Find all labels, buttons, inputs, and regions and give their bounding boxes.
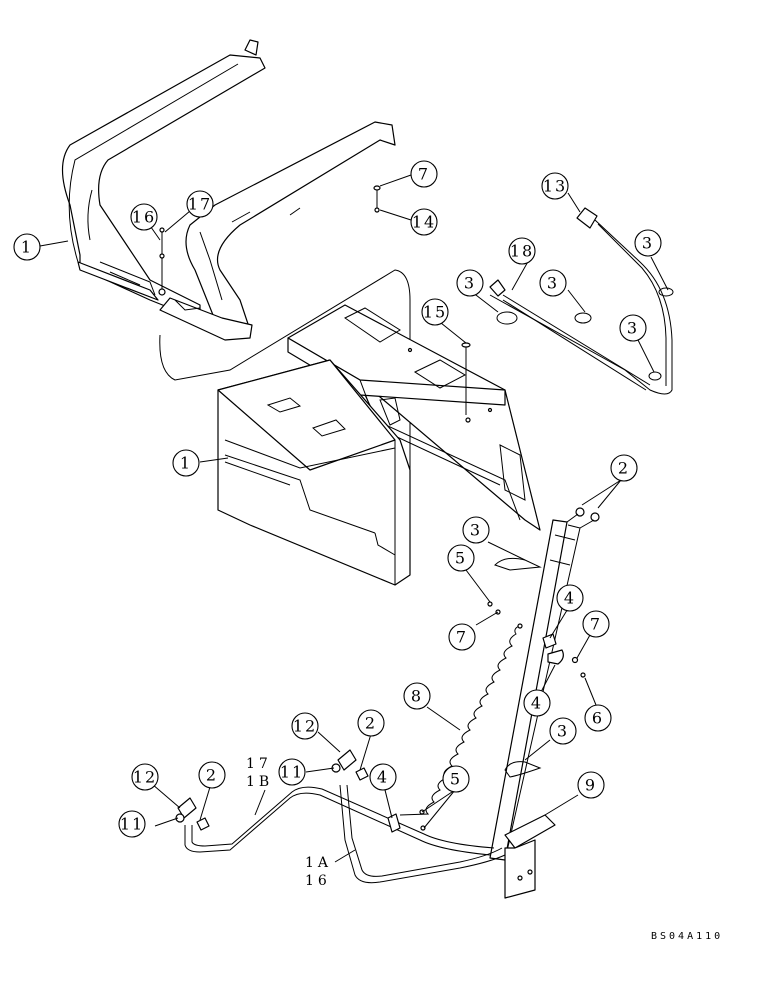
callout-5-a: 5 <box>447 544 475 572</box>
svg-text:15: 15 <box>423 303 447 322</box>
svg-text:1: 1 <box>180 454 192 473</box>
svg-text:18: 18 <box>510 242 534 261</box>
svg-text:5: 5 <box>455 549 467 568</box>
callout-3-f: 3 <box>549 717 577 745</box>
label-1A: 1A <box>305 855 332 871</box>
svg-text:8: 8 <box>411 687 423 706</box>
svg-text:3: 3 <box>627 319 639 338</box>
svg-text:3: 3 <box>464 274 476 293</box>
callout-16: 16 <box>130 203 158 231</box>
svg-text:4: 4 <box>564 589 576 608</box>
left-guard <box>61 39 396 341</box>
svg-text:2: 2 <box>365 714 377 733</box>
svg-text:17: 17 <box>188 195 212 214</box>
callout-7-c: 7 <box>448 623 476 651</box>
svg-text:7: 7 <box>456 628 468 647</box>
callout-4-b: 4 <box>523 689 551 717</box>
callout-17: 17 <box>186 190 214 218</box>
svg-text:2: 2 <box>206 766 218 785</box>
callout-12-b: 12 <box>131 763 159 791</box>
bolt-15 <box>461 342 471 415</box>
svg-text:7: 7 <box>590 615 602 634</box>
label-1B: 1B <box>246 774 273 790</box>
bracket-9 <box>504 814 556 899</box>
svg-text:4: 4 <box>377 768 389 787</box>
callout-11-b: 11 <box>118 810 146 838</box>
panel-outline <box>159 269 411 470</box>
cable-18 <box>489 279 651 391</box>
callout-3-b: 3 <box>539 269 567 297</box>
part-labels: 17 1B 1A 16 <box>246 756 332 889</box>
callout-18: 18 <box>508 237 536 265</box>
svg-text:9: 9 <box>585 776 597 795</box>
callout-6: 6 <box>584 704 612 732</box>
drawing-reference: BS04A110 <box>651 931 723 942</box>
callout-3-c: 3 <box>634 229 662 257</box>
svg-text:3: 3 <box>557 722 569 741</box>
callout-9: 9 <box>577 771 605 799</box>
svg-text:12: 12 <box>133 768 157 787</box>
svg-text:2: 2 <box>618 459 630 478</box>
hydraulic-tubes <box>175 749 506 884</box>
bolt-7-14 <box>373 185 381 213</box>
svg-text:5: 5 <box>450 770 462 789</box>
spring-8 <box>399 623 523 816</box>
callout-1-guard: 1 <box>13 233 41 261</box>
svg-text:1: 1 <box>21 238 33 257</box>
callout-3-d: 3 <box>619 314 647 342</box>
callout-14: 14 <box>410 208 438 236</box>
top-cover <box>287 304 541 531</box>
control-rods <box>489 507 600 861</box>
callout-4-c: 4 <box>369 763 397 791</box>
callout-7-top: 7 <box>410 160 438 188</box>
svg-text:3: 3 <box>547 274 559 293</box>
label-16: 16 <box>305 873 331 889</box>
svg-text:3: 3 <box>470 521 482 540</box>
svg-text:12: 12 <box>293 717 317 736</box>
callout-12-a: 12 <box>291 712 319 740</box>
svg-text:3: 3 <box>642 234 654 253</box>
callout-3-e: 3 <box>462 516 490 544</box>
callout-7-b: 7 <box>582 610 610 638</box>
svg-text:11: 11 <box>280 763 304 782</box>
callout-11-a: 11 <box>278 758 306 786</box>
callout-3-a: 3 <box>456 269 484 297</box>
svg-text:7: 7 <box>418 165 430 184</box>
cable-13 <box>489 207 674 395</box>
svg-text:14: 14 <box>412 213 436 232</box>
svg-text:6: 6 <box>592 709 604 728</box>
svg-text:4: 4 <box>531 694 543 713</box>
callout-15: 15 <box>421 298 449 326</box>
svg-text:13: 13 <box>543 177 567 196</box>
label-17: 17 <box>246 756 272 772</box>
callout-2-c: 2 <box>198 761 226 789</box>
callout-8: 8 <box>403 682 431 710</box>
callout-2-rods: 2 <box>610 454 638 482</box>
callout-2-b: 2 <box>357 709 385 737</box>
callout-5-b: 5 <box>442 765 470 793</box>
callout-1-box: 1 <box>172 449 200 477</box>
svg-text:16: 16 <box>132 208 156 227</box>
callouts: 1 1 16 17 7 14 13 18 3 3 3 3 15 2 3 5 4 … <box>13 160 662 838</box>
callout-4-a: 4 <box>556 584 584 612</box>
callout-13: 13 <box>541 172 569 200</box>
front-box <box>217 359 411 586</box>
svg-text:11: 11 <box>120 815 144 834</box>
pivot-parts <box>487 601 586 678</box>
